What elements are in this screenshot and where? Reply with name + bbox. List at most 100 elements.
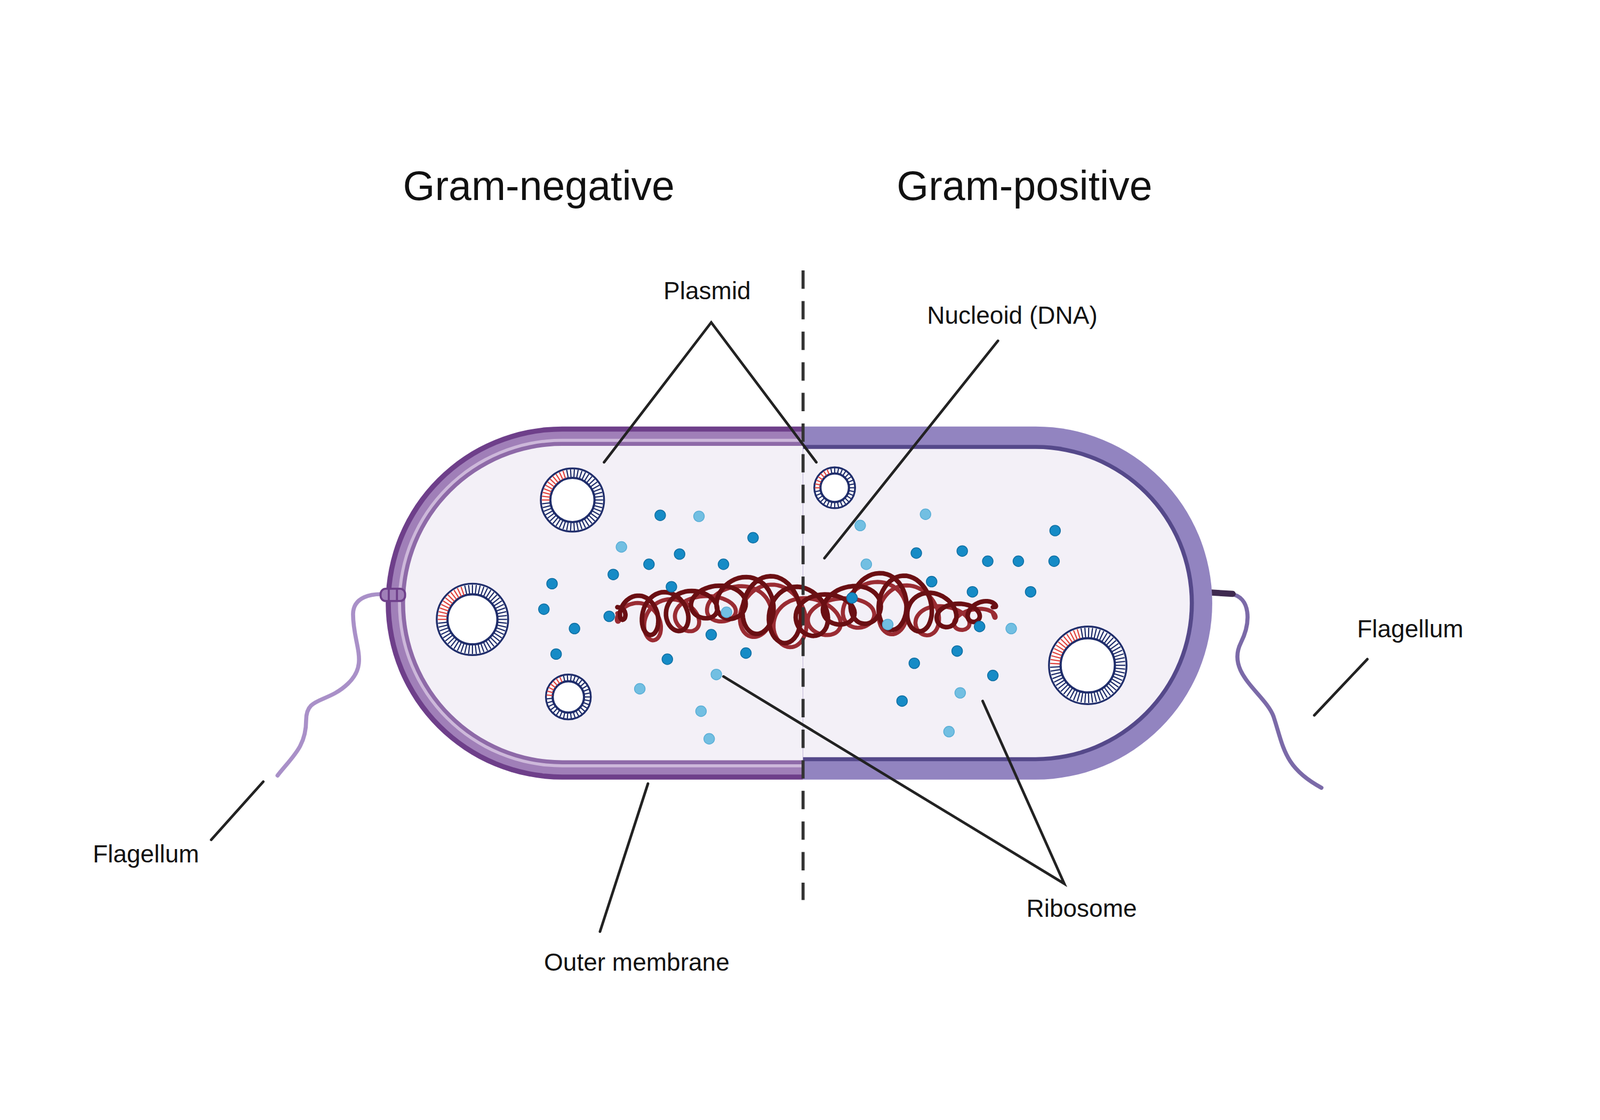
plasmid-tick [849, 490, 854, 492]
ribosome [1025, 586, 1036, 598]
plasmid-tick [483, 588, 488, 597]
column-heading: Gram-negative [403, 162, 675, 210]
plasmid-tick [560, 712, 563, 718]
plasmid-tick [496, 627, 506, 631]
ribosome [721, 606, 732, 618]
plasmid-tick [437, 622, 447, 624]
plasmid-tick [1052, 652, 1062, 656]
plasmid-tick [1053, 677, 1063, 683]
plasmid-tick [498, 622, 508, 624]
plasmid [540, 468, 605, 532]
ribosome [661, 653, 673, 665]
plasmid-inner [820, 473, 850, 503]
plasmid-tick [563, 712, 565, 718]
plasmid-tick [573, 469, 575, 478]
plasmid-tick [457, 642, 462, 651]
ribosome [634, 683, 646, 695]
ribosome [718, 558, 730, 570]
plasmid-tick [1115, 664, 1126, 666]
ribosome [710, 669, 722, 680]
ribosome [954, 687, 966, 699]
plasmid-tick [563, 470, 566, 479]
plasmid-tick [1081, 692, 1083, 703]
ribosome [1048, 555, 1060, 567]
plasmid-tick [544, 488, 552, 492]
plasmid-tick [816, 480, 822, 483]
plasmid-tick [559, 520, 563, 528]
plasmid-tick [541, 496, 550, 498]
plasmid-tick [1073, 691, 1078, 701]
plasmid-tick [547, 513, 555, 519]
part-label: Flagellum [92, 840, 199, 869]
plasmid-tick [584, 692, 590, 694]
plasmid-tick [548, 687, 554, 691]
plasmid-tick [590, 513, 598, 519]
plasmid-tick [582, 705, 588, 708]
plasmid-tick [553, 708, 557, 714]
plasmid-tick [834, 467, 836, 474]
plasmid-tick [570, 469, 572, 478]
plasmid-inner [447, 594, 498, 645]
plasmid-tick [573, 676, 575, 682]
plasmid-tick [438, 611, 448, 614]
plasmid-tick [576, 677, 579, 683]
plasmid-tick [1088, 627, 1090, 638]
plasmid-tick [1081, 628, 1083, 638]
ribosome [854, 520, 866, 531]
plasmid-tick [846, 496, 852, 499]
plasmid-tick [1091, 692, 1093, 703]
ribosome [740, 648, 752, 659]
ribosome [956, 545, 968, 557]
plasmid-tick [840, 501, 843, 507]
plasmid-tick [1097, 691, 1101, 701]
plasmid-tick [818, 496, 823, 499]
plasmid-tick [494, 601, 502, 606]
plasmid-tick [1077, 692, 1080, 702]
plasmid-tick [823, 499, 827, 504]
plasmid-tick [842, 471, 846, 476]
plasmid-tick [584, 696, 591, 698]
plasmid-tick [820, 473, 825, 478]
ribosome [569, 623, 580, 635]
plasmid-tick [548, 704, 554, 707]
label-holder: Plasmid [663, 276, 751, 306]
label-holder: Ribosome [1026, 893, 1138, 923]
plasmid-tick [1091, 628, 1093, 638]
plasmid-tick [481, 586, 485, 596]
plasmid-tick [1097, 629, 1101, 639]
ribosome [695, 706, 707, 717]
plasmid-tick [579, 470, 583, 479]
plasmid-outer [814, 467, 856, 509]
plasmid-tick [553, 476, 558, 483]
plasmid-tick [573, 522, 575, 531]
plasmid-tick [840, 469, 843, 475]
plasmid-tick [593, 508, 602, 511]
plasmid-tick [578, 680, 583, 685]
plasmid-tick [593, 488, 602, 492]
ribosome [987, 670, 999, 682]
plasmid-tick [545, 485, 553, 490]
basal-body [395, 588, 398, 602]
flagellum-left [277, 594, 392, 776]
ribosome [603, 611, 615, 622]
plasmid-tick [464, 585, 467, 595]
plasmid-tick [546, 697, 552, 700]
plasmid-tick [495, 630, 504, 635]
plasmid-tick [566, 469, 569, 478]
plasmid-tick [560, 676, 563, 683]
ribosome [538, 603, 550, 615]
plasmid-tick [440, 627, 449, 631]
plasmid-tick [830, 468, 832, 474]
plasmid-tick [842, 499, 846, 504]
ribosome [1012, 555, 1024, 567]
ribosome [974, 621, 986, 632]
plasmid-tick [848, 480, 854, 483]
ribosome [1049, 525, 1061, 536]
plasmid-tick [815, 490, 821, 492]
ribosome [693, 510, 705, 522]
plasmid-tick [582, 472, 586, 479]
plasmid-tick [1094, 628, 1097, 639]
plasmid-tick [468, 644, 470, 654]
plasmid-tick [580, 682, 586, 687]
plasmid-tick [592, 485, 600, 490]
